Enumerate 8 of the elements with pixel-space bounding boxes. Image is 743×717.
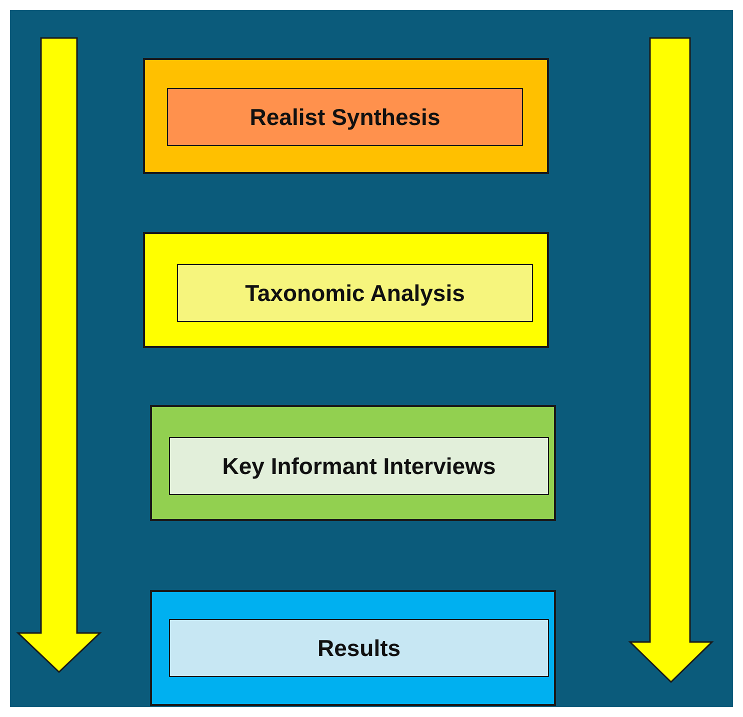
step-label: Results	[169, 619, 549, 677]
step-label: Taxonomic Analysis	[177, 264, 533, 322]
step-label: Key Informant Interviews	[169, 437, 549, 495]
process-box	[150, 590, 556, 706]
step-label: Realist Synthesis	[167, 88, 523, 146]
process-box	[143, 58, 549, 174]
process-box	[150, 405, 556, 521]
process-box	[143, 232, 549, 348]
